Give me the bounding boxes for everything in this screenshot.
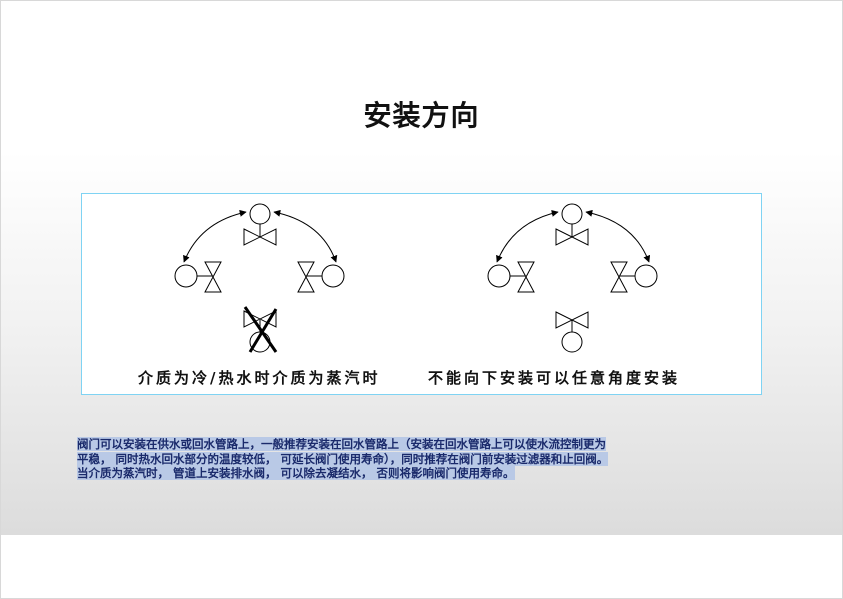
cross-out-icon [243,306,278,353]
valve-icon [555,311,589,353]
valve-icon [243,203,277,246]
right-valve-group [487,203,658,353]
caption-cold-hot-water: 介质为冷/热水时介质为蒸汽时 [138,369,381,387]
installation-notes: 阀门可以安装在供水或回水管路上，一般推荐安装在回水管路上（安装在回水管路上可以使… [77,437,767,481]
valve-icon [174,261,222,293]
valve-icon [297,261,345,293]
valve-icon [487,261,535,293]
arrow-icon [585,209,651,263]
notes-line-3: 当介质为蒸汽时， 管道上安装排水阀， 可以除去凝结水， 否则将影响阀门使用寿命。 [77,466,515,480]
notes-line-1: 阀门可以安装在供水或回水管路上，一般推荐安装在回水管路上（安装在回水管路上可以使… [77,437,606,451]
left-valve-group [174,203,345,353]
arrow-icon [183,209,247,263]
arrow-icon [496,209,559,263]
valve-icon [555,203,589,246]
valve-icon [610,261,658,293]
caption-steam: 不能向下安装可以任意角度安装 [428,369,681,387]
notes-line-2: 平稳， 同时热水回水部分的温度较低， 可延长阀门使用寿命），同时推荐在阀门前安装… [77,451,609,466]
page-title: 安装方向 [363,99,480,132]
arrow-icon [273,209,338,263]
